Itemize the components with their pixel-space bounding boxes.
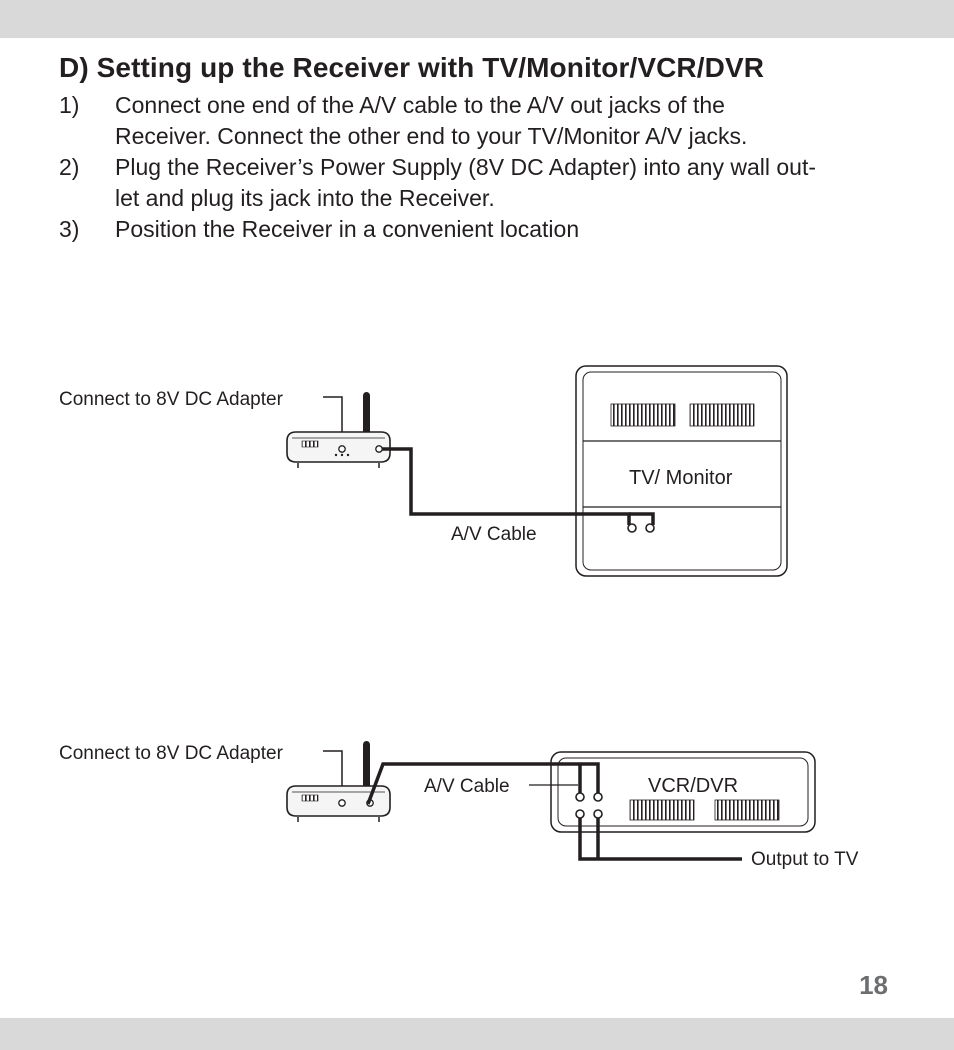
output-to-tv-label: Output to TV: [751, 849, 859, 870]
footer-band: [0, 1018, 954, 1050]
receiver-vent-icon: [301, 794, 319, 802]
adapter-leader-line: [323, 750, 343, 799]
vcr-dvr-label: VCR/DVR: [648, 775, 738, 797]
av-out-jack-icon: [575, 809, 585, 819]
av-cable-label: A/V Cable: [451, 524, 537, 545]
vent-grille-icon: [610, 403, 676, 427]
vent-grille-icon: [689, 403, 755, 427]
av-in-jack-icon: [575, 792, 585, 802]
power-jack-icon: [338, 799, 346, 807]
vcr-dvr-unit: VCR/DVR: [550, 751, 816, 833]
step-text-line: Position the Receiver in a convenient lo…: [115, 216, 580, 242]
setup-steps: 1) Connect one end of the A/V cable to t…: [59, 90, 909, 245]
step-1: 1) Connect one end of the A/V cable to t…: [59, 90, 909, 152]
tv-connection-diagram: Connect to 8V DC Adapter TV/ Monitor: [59, 365, 788, 577]
tv-monitor-unit: TV/ Monitor: [575, 365, 788, 577]
av-out-jack-icon: [375, 445, 383, 453]
av-cable: [382, 447, 655, 525]
receiver-unit: [286, 741, 391, 822]
vent-grille-icon: [629, 799, 695, 821]
power-jack-icon: [338, 445, 346, 453]
av-in-jack-icon: [627, 523, 637, 533]
step-number: 2): [59, 154, 80, 180]
receiver-unit: [286, 392, 391, 468]
av-out-jack-icon: [593, 809, 603, 819]
av-cable: [366, 762, 600, 805]
tv-monitor-label: TV/ Monitor: [629, 467, 733, 489]
adapter-label: Connect to 8V DC Adapter: [59, 389, 284, 410]
step-text-line: Receiver. Connect the other end to your …: [115, 123, 748, 149]
adapter-label: Connect to 8V DC Adapter: [59, 743, 284, 764]
vent-grille-icon: [714, 799, 780, 821]
step-number: 1): [59, 92, 80, 118]
vcr-connection-diagram: Connect to 8V DC Adapter VCR/DVR: [59, 741, 859, 870]
receiver-vent-icon: [301, 440, 319, 448]
page-number: 18: [859, 970, 888, 1000]
adapter-leader-line: [323, 396, 343, 447]
step-3: 3) Position the Receiver in a convenient…: [59, 214, 909, 245]
av-cable-label: A/V Cable: [424, 776, 510, 797]
output-cable: [578, 818, 742, 861]
step-text-line: let and plug its jack into the Receiver.: [115, 185, 495, 211]
av-in-jack-icon: [645, 523, 655, 533]
av-in-jack-icon: [593, 792, 603, 802]
step-text-line: Plug the Receiver’s Power Supply (8V DC …: [115, 154, 816, 180]
section-heading: D) Setting up the Receiver with TV/Monit…: [59, 52, 765, 83]
step-number: 3): [59, 216, 80, 242]
step-2: 2) Plug the Receiver’s Power Supply (8V …: [59, 152, 909, 214]
step-text-line: Connect one end of the A/V cable to the …: [115, 92, 725, 118]
connection-diagrams: Connect to 8V DC Adapter TV/ Monitor: [59, 365, 859, 870]
header-band: [0, 0, 954, 38]
